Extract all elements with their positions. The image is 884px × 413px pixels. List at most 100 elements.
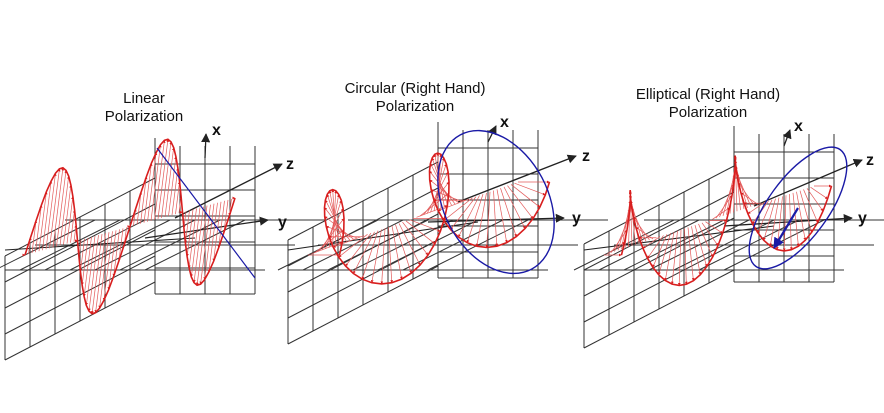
elliptical-field-vector [633,217,650,241]
linear-field-vector [63,184,73,245]
circular-rgrid-row [287,161,439,241]
circular-propagation-axis [287,221,479,251]
circular-field-vector [361,230,379,280]
circular-wave-envelope [323,152,551,285]
circular-field-vector [475,192,487,247]
elliptical-rgrid-row [583,217,735,297]
linear-field-vector [42,180,53,251]
circular-field-vector [493,190,499,247]
elliptical-field-vector [792,192,800,247]
linear-field-vector [38,191,48,252]
elliptical-wave [604,155,833,287]
linear-field-vector [164,147,175,218]
linear-field-vector [147,152,158,222]
linear-field-vector [154,140,166,220]
elliptical-field-vector [806,188,824,212]
linear-field-vector [49,168,61,249]
elliptical-z-axis-label: z [866,152,874,169]
elliptical-field-vector [810,186,828,200]
circular-field-vector [503,186,526,229]
linear-x-axis [201,133,211,159]
circular-field-vector [409,219,441,232]
circular-x-axis [487,125,497,143]
linear-field-vector [184,210,190,244]
panel-circular [277,122,608,345]
title-elliptical: Elliptical (Right Hand) Polarization [618,86,798,122]
linear-field-vector [157,139,170,219]
circular-field-vector [458,195,480,238]
linear-field-vector [79,238,85,272]
circular-horizontal-grid [277,219,608,271]
linear-field-vector [140,176,148,224]
circular-field-vector [338,234,368,258]
linear-field-vector [102,231,113,301]
linear-field-vector [117,228,124,262]
elliptical-field-vector [740,192,759,205]
linear-field-vector [190,207,201,278]
elliptical-y-axis [723,213,853,227]
linear-field-vector [212,201,222,262]
linear-field-vector [31,220,38,254]
linear-field-vector [195,205,208,286]
elliptical-field-vector [647,235,664,259]
linear-field-vector [171,167,179,216]
circular-field-vector [395,224,412,274]
linear-field-vector [217,200,225,249]
circular-field-vector [496,189,508,243]
circular-field-vector [514,182,546,196]
circular-y-axis [427,213,565,223]
linear-field-vector [52,167,65,248]
circular-field-vector [353,231,375,274]
linear-field-vector [35,204,43,253]
title-circular-line2: Polarization [375,98,455,115]
linear-rgrid-row [4,203,156,283]
elliptical-field-vector [698,223,713,258]
linear-propagation-axis [4,237,196,251]
title-linear-line2: Polarization [104,108,184,125]
linear-field-vector [98,232,110,309]
linear-field-vector [150,144,162,221]
circular-field-vector [332,235,365,248]
circular-field-vector [391,225,403,280]
circular-x-axis-label: x [500,114,509,131]
circular-field-vector [510,184,540,208]
elliptical-field-vector [694,225,708,267]
circular-rgrid-row [287,265,439,345]
circular-field-vector [450,196,477,230]
elliptical-field-vector [664,231,675,281]
circular-field-vector [429,170,456,205]
circular-field-vector [311,241,343,255]
circular-field-vector [500,187,517,237]
elliptical-field-vector [738,182,755,206]
elliptical-field-vector [658,233,671,276]
circular-field-vector [485,191,491,248]
circular-field-vector [430,189,463,202]
linear-field-vector [192,206,204,283]
elliptical-field-vector [687,227,695,281]
linear-field-vector [222,199,229,233]
linear-field-vector [45,172,57,250]
linear-field-vector [94,233,106,313]
elliptical-field-vector [705,221,723,234]
elliptical-field-vector [757,199,773,233]
elliptical-rgrid-row [583,243,735,323]
linear-vertical-grid [154,138,256,295]
linear-field-vector [90,234,103,314]
elliptical-field-vector [652,234,668,268]
circular-field-vector [370,229,382,283]
panel-elliptical [573,126,884,349]
circular-z-axis [457,154,577,203]
circular-field-vector [388,226,394,283]
elliptical-field-vector [747,201,766,215]
linear-field-vector [112,229,120,277]
elliptical-field-vector [799,190,813,233]
elliptical-projection-ellipse [748,146,848,270]
circular-field-vector [398,223,421,266]
elliptical-field-vector [670,230,678,285]
circular-z-axis-label: z [582,148,590,165]
linear-field-vector [186,209,194,257]
linear-y-axis-label: y [278,214,287,231]
linear-z-axis-label: z [286,156,294,173]
linear-field-vector [175,181,181,215]
